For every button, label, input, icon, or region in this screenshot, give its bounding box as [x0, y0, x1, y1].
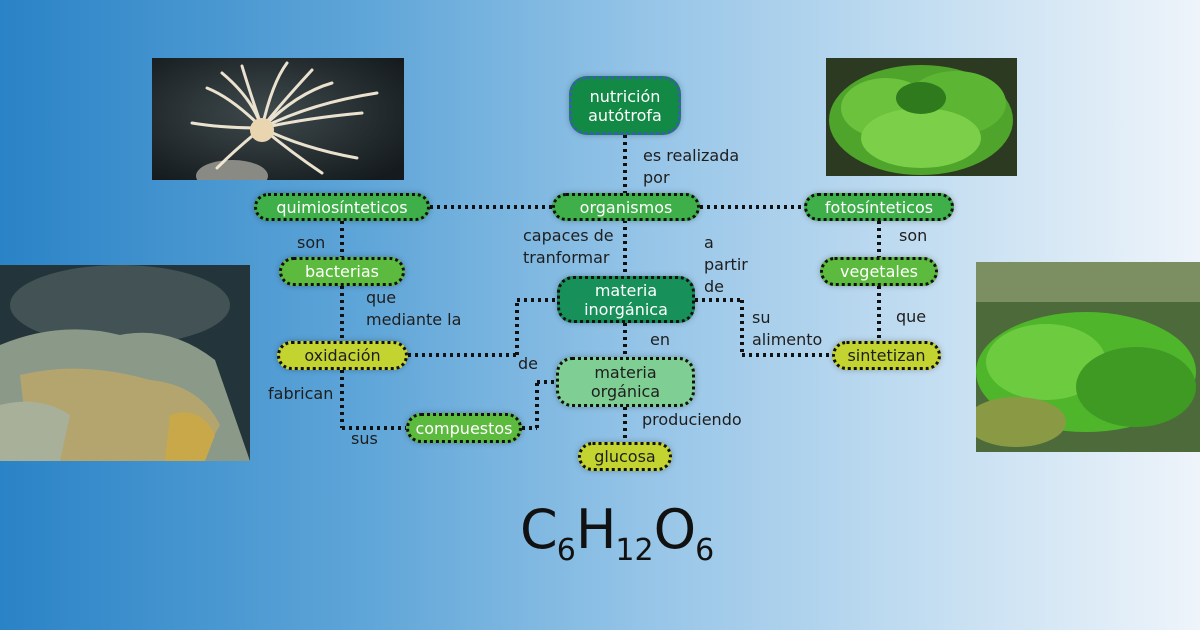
formula-hydrogen-count: 12 — [615, 533, 654, 568]
label-que-right: que — [896, 307, 927, 326]
node-label: vegetales — [839, 262, 918, 281]
formula-carbon: C — [520, 498, 558, 561]
sea-anemone-photo — [152, 58, 404, 180]
node-label: organismos — [579, 197, 673, 217]
node-vegetales: vegetales — [820, 257, 938, 286]
label-son-right: son — [899, 226, 928, 245]
label-que-mediante-la: que mediante la — [366, 288, 462, 329]
node-label: compuestos — [415, 418, 513, 438]
label-a-partir-de: a partir de — [704, 233, 748, 296]
node-label: sintetizan — [847, 346, 926, 365]
node-label: materia inorgánica — [584, 280, 668, 319]
node-materia-organica: materia orgánica — [556, 357, 695, 407]
node-oxidacion: oxidación — [277, 341, 408, 370]
node-label: quimiosínteticos — [276, 197, 408, 217]
lettuce-photo — [826, 58, 1017, 176]
node-label: bacterias — [304, 262, 380, 281]
formula-hydrogen: H — [575, 498, 617, 561]
label-en: en — [650, 330, 670, 349]
node-materia-inorganica: materia inorgánica — [557, 276, 695, 323]
glucose-formula: C6H12O6 — [520, 498, 740, 568]
green-algae-illustration — [976, 262, 1200, 452]
node-label: nutrición autótrofa — [588, 86, 662, 125]
label-de: de — [518, 354, 538, 373]
label-son-left: son — [297, 233, 326, 252]
label-es-realizada-por: es realizada por — [643, 146, 740, 187]
node-label: glucosa — [594, 447, 656, 466]
formula-carbon-count: 6 — [556, 533, 576, 568]
label-produciendo: produciendo — [642, 410, 742, 429]
lettuce-illustration — [826, 58, 1017, 176]
formula-oxygen-count: 6 — [695, 533, 715, 568]
node-organismos: organismos — [552, 193, 700, 221]
node-compuestos: compuestos — [406, 413, 522, 443]
node-glucosa: glucosa — [578, 442, 672, 471]
node-label: materia orgánica — [590, 363, 661, 401]
sea-anemone-illustration — [152, 58, 404, 180]
label-sus: sus — [351, 429, 378, 448]
node-bacterias: bacterias — [279, 257, 405, 286]
label-capaces-de-tranformar: capaces de tranformar — [523, 226, 614, 267]
formula-oxygen: O — [653, 498, 697, 561]
node-label: fotosínteticos — [824, 197, 934, 217]
node-nutricion-autotrofa: nutrición autótrofa — [569, 76, 681, 135]
green-algae-photo — [976, 262, 1200, 452]
hydrothermal-vent-illustration — [0, 265, 250, 461]
node-fotosinteticos: fotosínteticos — [804, 193, 954, 221]
node-label: oxidación — [304, 346, 381, 365]
label-fabrican: fabrican — [268, 384, 334, 403]
node-sintetizan: sintetizan — [832, 341, 941, 370]
hydrothermal-vent-photo — [0, 265, 250, 461]
label-su-alimento: su alimento — [752, 308, 823, 349]
node-quimiosinteticos: quimiosínteticos — [254, 193, 430, 221]
